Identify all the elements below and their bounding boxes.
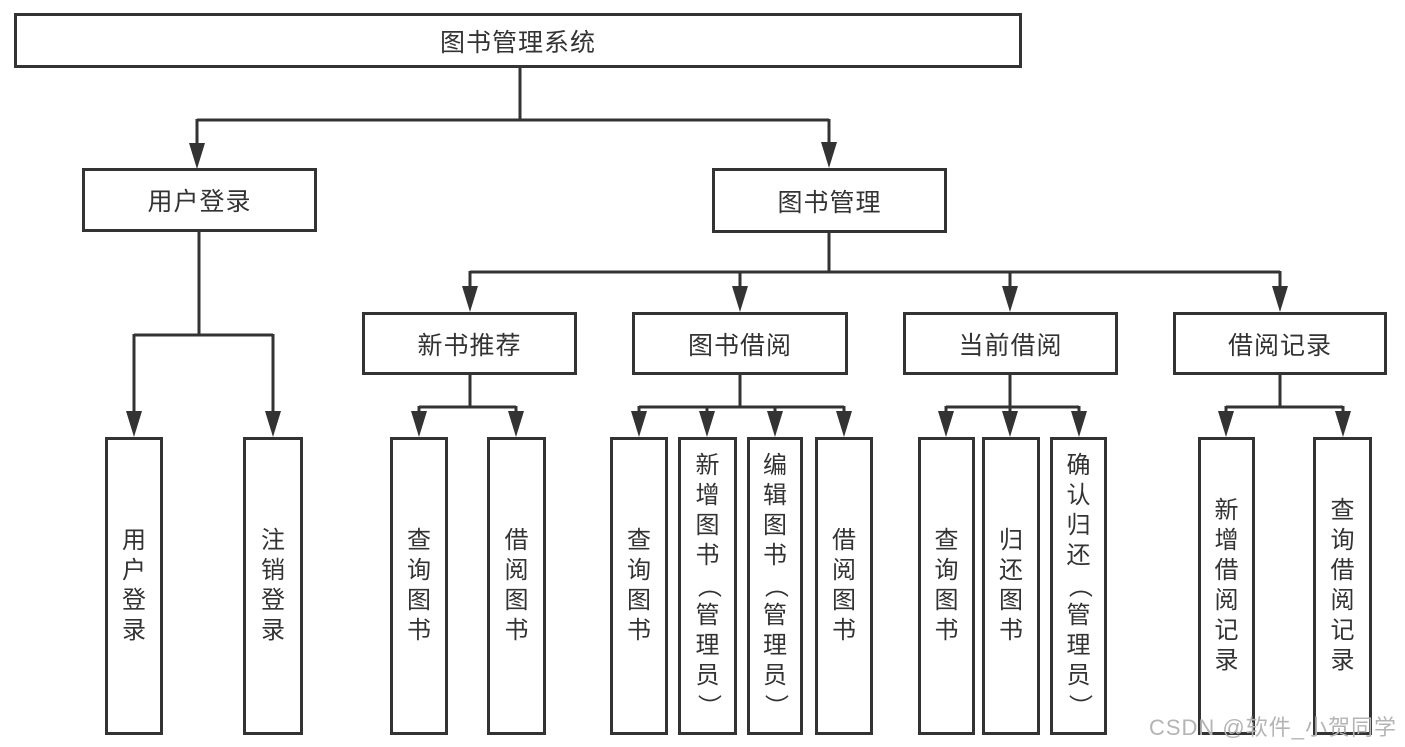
node-new-book-rec: 新书推荐 (362, 312, 577, 375)
arrowhead-down-icon (631, 411, 647, 437)
node-current-borrow-label: 当前借阅 (958, 331, 1063, 360)
arrowhead-down-icon (126, 411, 142, 437)
arrowhead-down-icon (1071, 411, 1087, 437)
arrowhead-down-icon (462, 286, 478, 312)
leaf-query-books-current-label: 查询图书 (934, 527, 959, 644)
arrowhead-down-icon (732, 286, 748, 312)
leaf-return-books-label: 归还图书 (999, 527, 1023, 644)
arrowhead-down-icon (508, 411, 524, 437)
leaf-query-books-borrow: 查询图书 (610, 437, 668, 735)
arrowhead-down-icon (1002, 286, 1018, 312)
leaf-add-books-admin: 新增图书（管理员） (678, 437, 737, 735)
leaf-user-login-label: 用户登录 (122, 527, 146, 644)
leaf-borrow-books-recommend: 借阅图书 (487, 437, 546, 735)
watermark: CSDN @软件_小贺同学 (1148, 715, 1397, 740)
leaf-borrow-books-label: 借阅图书 (832, 527, 856, 644)
leaf-query-books-current: 查询图书 (918, 437, 975, 735)
arrowhead-down-icon (836, 411, 852, 437)
arrowhead-down-icon (938, 411, 954, 437)
leaf-return-books: 归还图书 (982, 437, 1040, 735)
leaf-query-borrow-record: 查询借阅记录 (1313, 437, 1372, 735)
leaf-borrow-books-recommend-label: 借阅图书 (504, 527, 529, 644)
node-user-login-label: 用户登录 (147, 188, 252, 216)
leaf-query-borrow-record-label: 查询借阅记录 (1330, 497, 1355, 674)
arrowhead-down-icon (699, 411, 715, 437)
leaf-logout-label: 注销登录 (261, 527, 285, 644)
node-borrow-records: 借阅记录 (1173, 312, 1387, 375)
leaf-query-books-recommend: 查询图书 (390, 437, 448, 735)
leaf-query-books-borrow-label: 查询图书 (627, 527, 651, 644)
leaf-add-borrow-record-label: 新增借阅记录 (1214, 497, 1239, 674)
arrowhead-down-icon (1335, 411, 1351, 437)
node-user-login: 用户登录 (82, 168, 317, 232)
node-book-borrow: 图书借阅 (632, 312, 848, 375)
leaf-edit-books-admin: 编辑图书（管理员） (747, 437, 803, 735)
node-root: 图书管理系统 (14, 13, 1022, 68)
leaf-add-borrow-record: 新增借阅记录 (1198, 437, 1255, 735)
node-current-borrow: 当前借阅 (903, 312, 1118, 375)
leaf-confirm-return-admin: 确认归还（管理员） (1050, 437, 1107, 735)
leaf-query-books-recommend-label: 查询图书 (407, 527, 431, 644)
node-book-borrow-label: 图书借阅 (687, 331, 792, 360)
leaf-user-login: 用户登录 (105, 437, 163, 735)
leaf-add-books-admin-label: 新增图书（管理员） (694, 452, 722, 719)
leaf-logout: 注销登录 (243, 437, 303, 735)
arrowhead-down-icon (411, 411, 427, 437)
arrowhead-down-icon (767, 411, 783, 437)
leaf-confirm-return-admin-label: 确认归还（管理员） (1065, 452, 1093, 719)
node-book-mgmt: 图书管理 (712, 168, 947, 233)
node-new-book-rec-label: 新书推荐 (417, 331, 522, 360)
arrowhead-down-icon (1002, 411, 1018, 437)
leaf-edit-books-admin-label: 编辑图书（管理员） (762, 452, 789, 719)
node-borrow-records-label: 借阅记录 (1227, 331, 1332, 360)
node-book-mgmt-label: 图书管理 (777, 188, 882, 217)
arrowhead-down-icon (265, 411, 281, 437)
arrowhead-down-icon (189, 143, 205, 169)
arrowhead-down-icon (1218, 411, 1234, 437)
leaf-borrow-books: 借阅图书 (815, 437, 873, 735)
arrowhead-down-icon (821, 142, 837, 168)
arrowhead-down-icon (1272, 286, 1288, 312)
node-root-label: 图书管理系统 (439, 28, 596, 57)
